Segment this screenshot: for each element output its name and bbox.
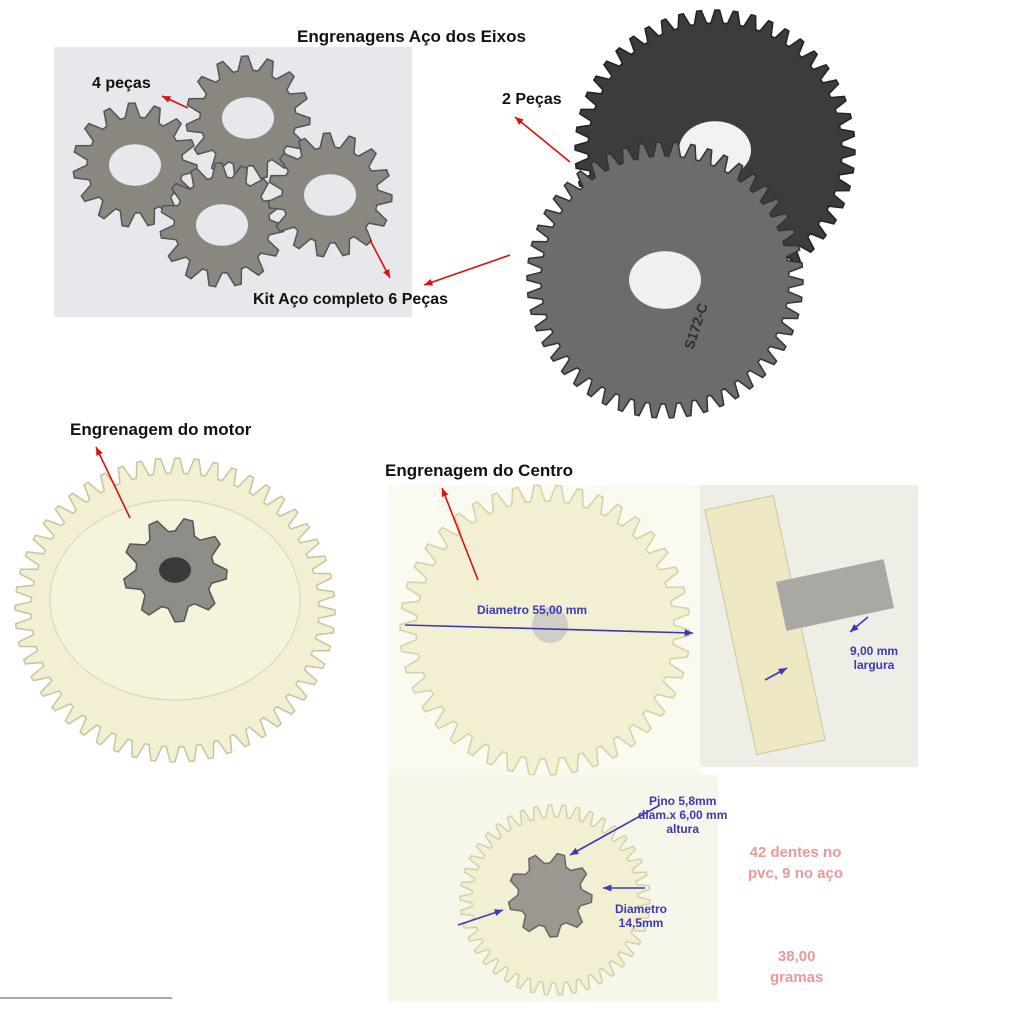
weight-line2: gramas [770, 969, 824, 986]
arrow-diameter-small-left-head [494, 909, 503, 916]
arrow-kit-large-head [424, 278, 433, 286]
arrow-kit-large [423, 254, 511, 286]
arrow-width-top-head [850, 624, 859, 632]
arrow-diameter-55-head [684, 629, 693, 637]
annotation-weight: 38,00 gramas [770, 946, 823, 988]
arrow-pin-head [570, 847, 579, 855]
annotation-diameter-small: Diametro 14,5mm [615, 902, 667, 930]
arrow-diameter-small-right-head [603, 884, 612, 892]
pin-line3: altura [666, 822, 700, 836]
center-pinion [507, 852, 593, 938]
label-center-gear: Engrenagem do Centro [385, 461, 573, 480]
annotation-width: 9,00 mm largura [850, 644, 898, 672]
label-two-pieces: 2 Peças [502, 91, 562, 108]
arrow-diameter-55 [404, 624, 694, 634]
arrow-kit-head [383, 269, 390, 278]
teeth-line1: 42 dentes no [749, 844, 842, 861]
arrow-two-pieces-head [515, 117, 524, 125]
diameter-small-line2: 14,5mm [618, 916, 664, 930]
arrow-two-pieces [514, 116, 571, 163]
teeth-line2: pvc, 9 no aço [748, 865, 844, 882]
width-label: largura [853, 658, 895, 672]
width-value: 9,00 mm [850, 644, 899, 658]
small-steel-gear-2-hole [222, 97, 274, 139]
arrow-pin [569, 804, 661, 856]
small-steel-gear-4-hole [304, 174, 356, 216]
label-kit: Kit Aço completo 6 Peças [253, 291, 449, 308]
arrow-center-gear [441, 487, 479, 581]
center-gear-axle [532, 607, 568, 643]
motor-pinion-hole [159, 557, 191, 583]
diameter-small-line1: Diametro [615, 902, 668, 916]
pin-line1: Pino 5,8mm [649, 794, 717, 808]
arrow-width-bottom-head [778, 668, 787, 676]
arrow-center-gear-head [441, 488, 449, 497]
small-steel-gear-1-hole [109, 144, 161, 186]
page-title: Engrenagens Aço dos Eixos [297, 27, 526, 46]
large-steel-gear-front-hole [629, 251, 701, 309]
annotation-teeth: 42 dentes no pvc, 9 no aço [748, 842, 843, 884]
arrow-motor-gear-head [96, 447, 103, 456]
arrow-motor-gear [95, 446, 131, 519]
pin-line2: diam.x 6,00 mm [638, 808, 728, 822]
label-four-pieces: 4 peças [92, 75, 151, 92]
arrow-four-pieces-head [162, 96, 171, 103]
annotation-pin: Pino 5,8mm diam.x 6,00 mm altura [638, 794, 727, 836]
label-motor-gear: Engrenagem do motor [70, 420, 252, 439]
annotation-diameter-55: Diametro 55,00 mm [477, 603, 588, 617]
small-steel-gear-3-hole [196, 204, 248, 246]
weight-line1: 38,00 [777, 948, 816, 965]
center-gear-side-pinion [776, 559, 894, 631]
